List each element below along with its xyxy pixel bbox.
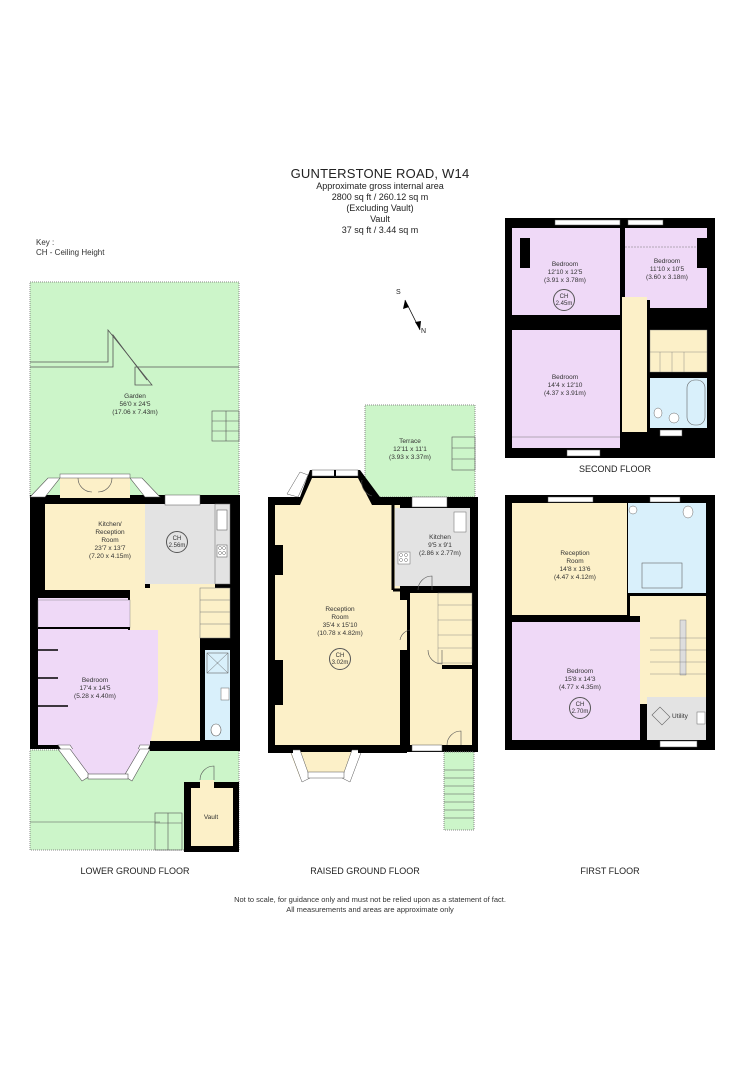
- ch-value: 2.56m: [168, 543, 186, 549]
- room-name: Room: [101, 537, 119, 544]
- disclaimer-line: Not to scale, for guidance only and must…: [234, 895, 506, 904]
- second-floor-plan: [505, 218, 715, 458]
- room-imperial: 56'0 x 24'5: [119, 401, 151, 408]
- room-label-kitchen: Kitchen 9'5 x 9'1 (2.86 x 2.77m): [410, 534, 470, 558]
- ceiling-height-badge: CH 2.56m: [166, 531, 188, 553]
- floor-name-lower-ground: LOWER GROUND FLOOR: [80, 866, 190, 876]
- room-metric: (3.60 x 3.18m): [646, 274, 688, 281]
- room-metric: (3.91 x 3.78m): [544, 277, 586, 284]
- room-metric: (4.37 x 3.91m): [544, 390, 586, 397]
- disclaimer: Not to scale, for guidance only and must…: [200, 895, 540, 915]
- room-label-garden: Garden 56'0 x 24'5 (17.06 x 7.43m): [85, 393, 185, 417]
- area-label: Approximate gross internal area: [316, 181, 444, 191]
- vault-area: 37 sq ft / 3.44 sq m: [341, 225, 419, 235]
- room-name: Vault: [203, 814, 219, 821]
- room-label-vault: Vault: [195, 814, 227, 822]
- room-imperial: 9'5 x 9'1: [428, 542, 452, 549]
- ceiling-height-badge: CH 3.02m: [329, 648, 351, 670]
- room-imperial: 17'4 x 14'5: [79, 685, 111, 692]
- room-label-bedroom: Bedroom 17'4 x 14'5 (5.28 x 4.40m): [55, 677, 135, 701]
- room-label-reception-room: Reception Room 14'8 x 13'6 (4.47 x 4.12m…: [540, 550, 610, 582]
- room-name: Utility: [672, 713, 688, 720]
- room-imperial: 35'4 x 15'10: [322, 622, 358, 629]
- floor-name-first: FIRST FLOOR: [580, 866, 640, 876]
- room-label-bedroom-3: Bedroom 14'4 x 12'10 (4.37 x 3.91m): [530, 374, 600, 398]
- room-name: Kitchen: [429, 534, 451, 541]
- room-name: Bedroom: [566, 668, 594, 675]
- room-imperial: 23'7 x 13'7: [94, 545, 126, 552]
- room-imperial: 14'8 x 13'6: [559, 566, 591, 573]
- lower-ground-floor-plan: [29, 281, 240, 852]
- disclaimer-line: All measurements and areas are approxima…: [286, 905, 454, 914]
- key-entry: CH - Ceiling Height: [36, 248, 105, 257]
- room-name: Bedroom: [81, 677, 109, 684]
- ceiling-height-badge: CH 2.70m: [569, 697, 591, 719]
- room-name: Room: [566, 558, 584, 565]
- room-imperial: 12'11 x 11'1: [393, 446, 427, 453]
- ch-value: 3.02m: [331, 660, 349, 666]
- room-name: Reception: [95, 529, 125, 536]
- room-label-utility: Utility: [665, 713, 695, 721]
- key-title: Key :: [36, 238, 55, 247]
- room-label-bedroom: Bedroom 15'8 x 14'3 (4.77 x 4.35m): [545, 668, 615, 692]
- ch-value: 2.45m: [555, 301, 573, 307]
- compass-north-label: N: [421, 328, 427, 335]
- ch-label: CH: [575, 702, 585, 708]
- compass-south-label: S: [396, 289, 401, 296]
- room-label-bedroom-2: Bedroom 11'10 x 10'5 (3.60 x 3.18m): [632, 258, 702, 282]
- ch-value: 2.70m: [571, 709, 589, 715]
- room-imperial: 14'4 x 12'10: [547, 382, 583, 389]
- room-name: Bedroom: [653, 258, 681, 265]
- room-metric: (4.47 x 4.12m): [554, 574, 596, 581]
- room-name: Terrace: [399, 438, 421, 445]
- raised-ground-floor-plan: [268, 404, 478, 831]
- ch-label: CH: [559, 294, 569, 300]
- room-name: Bedroom: [551, 374, 579, 381]
- ch-label: CH: [172, 536, 182, 542]
- room-name: Room: [331, 614, 349, 621]
- room-metric: (7.20 x 4.15m): [89, 553, 131, 560]
- room-metric: (4.77 x 4.35m): [559, 684, 601, 691]
- compass-arrow-icon: [403, 299, 421, 331]
- floor-name-raised-ground: RAISED GROUND FLOOR: [310, 866, 420, 876]
- room-name: Reception: [325, 606, 355, 613]
- property-header: GUNTERSTONE ROAD, W14 Approximate gross …: [230, 166, 530, 236]
- total-area: 2800 sq ft / 260.12 sq m: [331, 192, 429, 202]
- area-exclusion-note: (Excluding Vault): [346, 203, 414, 213]
- vault-label: Vault: [370, 214, 390, 224]
- room-metric: (17.06 x 7.43m): [112, 409, 158, 416]
- room-name: Kitchen/: [98, 521, 122, 528]
- ch-label: CH: [335, 653, 345, 659]
- room-label-bedroom-1: Bedroom 12'10 x 12'5 (3.91 x 3.78m): [530, 261, 600, 285]
- room-imperial: 11'10 x 10'5: [649, 266, 685, 273]
- room-name: Bedroom: [551, 261, 579, 268]
- room-name: Garden: [124, 393, 146, 400]
- room-label-terrace: Terrace 12'11 x 11'1 (3.93 x 3.37m): [375, 438, 445, 462]
- room-label-kitchen-reception: Kitchen/ Reception Room 23'7 x 13'7 (7.2…: [70, 521, 150, 561]
- property-title: GUNTERSTONE ROAD, W14: [290, 166, 470, 181]
- floor-name-second: SECOND FLOOR: [578, 464, 651, 474]
- room-metric: (2.86 x 2.77m): [419, 550, 461, 557]
- room-label-reception-room: Reception Room 35'4 x 15'10 (10.78 x 4.8…: [300, 606, 380, 638]
- room-imperial: 12'10 x 12'5: [547, 269, 583, 276]
- room-metric: (3.93 x 3.37m): [389, 454, 431, 461]
- room-metric: (10.78 x 4.82m): [317, 630, 363, 637]
- ceiling-height-badge: CH 2.45m: [553, 289, 575, 311]
- room-metric: (5.28 x 4.40m): [74, 693, 116, 700]
- room-name: Reception: [560, 550, 590, 557]
- first-floor-plan: [505, 495, 715, 750]
- room-imperial: 15'8 x 14'3: [564, 676, 596, 683]
- legend-key: Key : CH - Ceiling Height: [36, 238, 104, 258]
